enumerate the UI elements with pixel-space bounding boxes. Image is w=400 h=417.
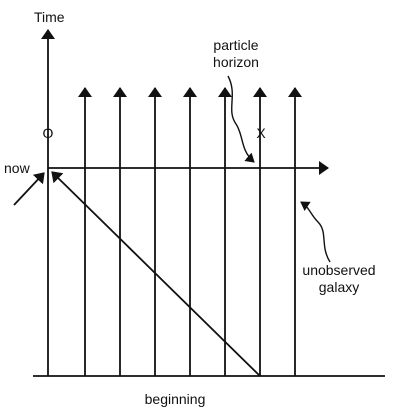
now-pointer: [13, 172, 45, 206]
particle-horizon-label-line2: horizon: [213, 54, 259, 70]
unobserved-galaxy-pointer: [300, 201, 331, 263]
unobserved-galaxy-label-line1: unobserved: [302, 262, 375, 278]
time-axis-label: Time: [34, 9, 65, 25]
horizon-galaxy-label: X: [256, 125, 266, 141]
beginning-label: beginning: [145, 391, 206, 407]
galaxy-worldlines: [78, 87, 302, 376]
light-ray: [51, 171, 261, 377]
particle-horizon-label-line1: particle: [213, 37, 258, 53]
now-label: now: [4, 160, 31, 176]
particle-horizon-pointer: [227, 75, 255, 163]
unobserved-galaxy-label-line2: galaxy: [319, 279, 359, 295]
observer-label: O: [43, 125, 54, 141]
